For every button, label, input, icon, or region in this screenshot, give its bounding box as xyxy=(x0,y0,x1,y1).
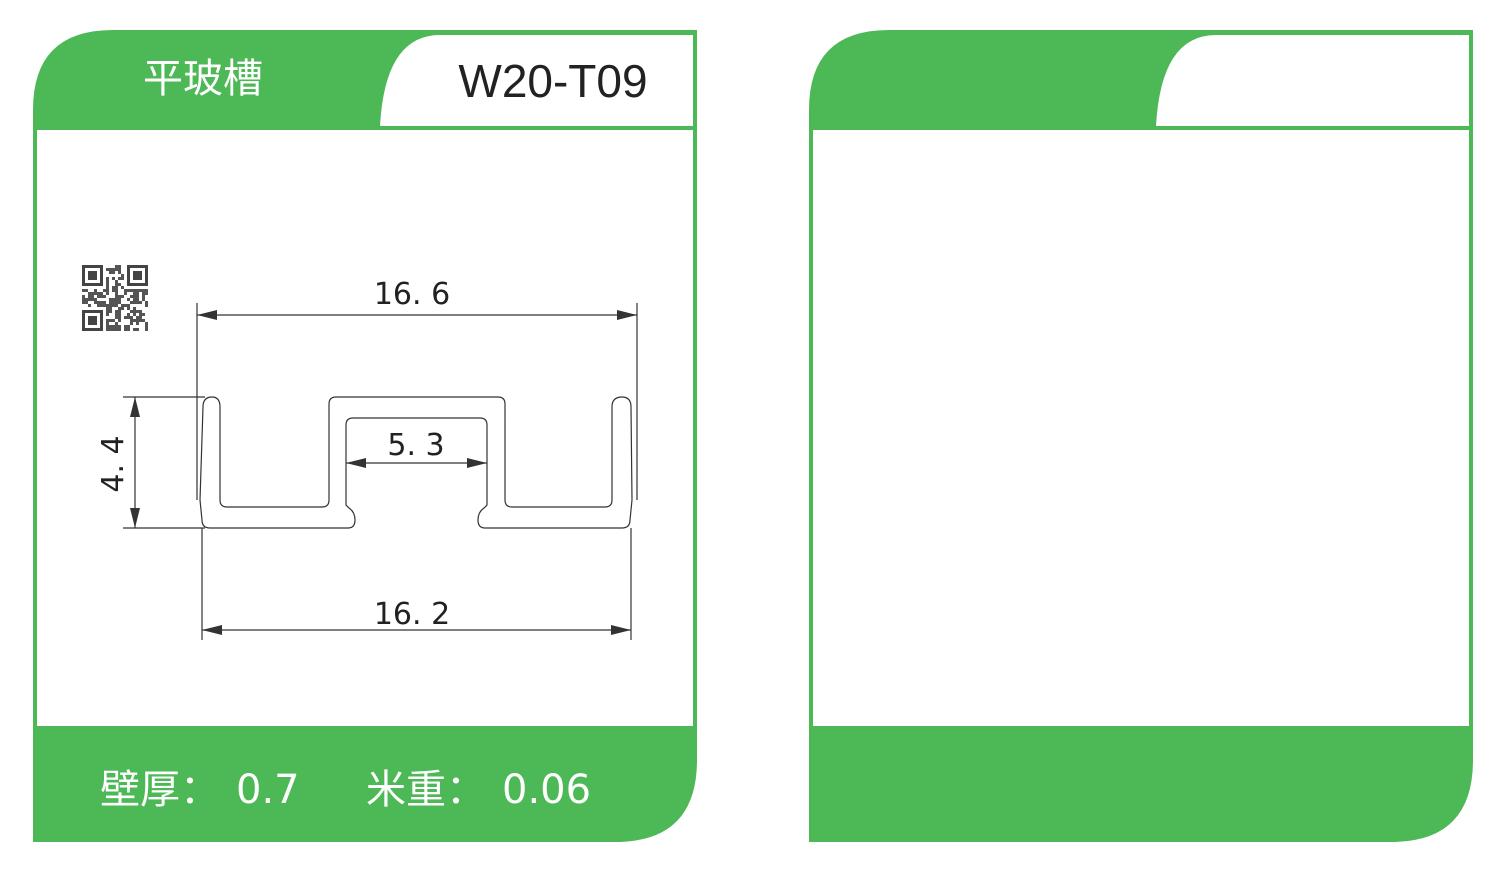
weight-value: 0.06 xyxy=(502,767,591,813)
dim-overall-bottom: 16. 2 xyxy=(374,597,450,632)
right-card xyxy=(809,30,1473,842)
dimension-lines xyxy=(123,303,638,640)
dim-overall-top: 16. 6 xyxy=(374,277,450,312)
product-title: 平玻槽 xyxy=(143,56,263,102)
model-tab xyxy=(1156,35,1469,126)
drawing-area xyxy=(813,130,1469,726)
weight-label: 米重： xyxy=(366,767,486,813)
model-number: W20-T09 xyxy=(458,55,647,107)
left-card: 平玻槽 W20-T09 16. 6 16. 2 5. 3 4. 4 壁厚： 0.… xyxy=(33,30,697,842)
dim-height: 4. 4 xyxy=(96,435,131,492)
dim-slot: 5. 3 xyxy=(387,428,444,463)
wall-thickness-value: 0.7 xyxy=(236,767,300,813)
model-tab xyxy=(380,35,693,126)
qr-code-icon xyxy=(82,265,148,331)
wall-thickness-label: 壁厚： xyxy=(100,767,220,813)
profile-outline xyxy=(199,396,633,529)
